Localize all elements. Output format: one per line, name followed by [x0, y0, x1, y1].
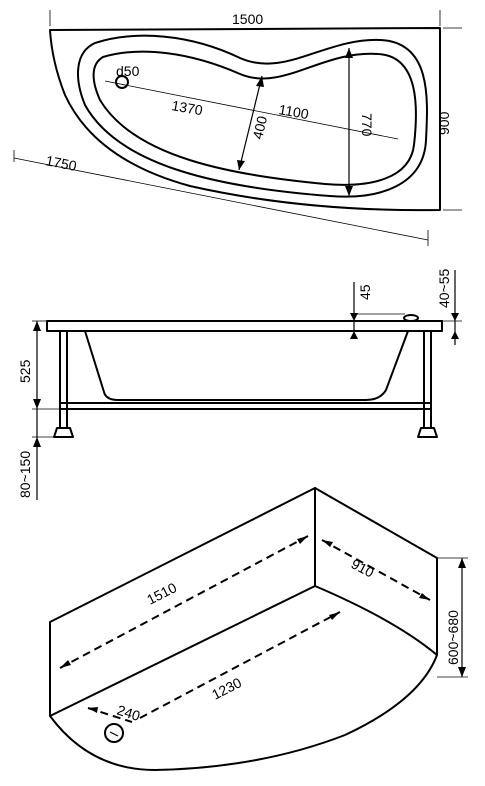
panel-view: 1510 910 1230 240 600~680	[49, 487, 468, 771]
top-view: 1500 d50 1370 1100 400 770 900 1750	[13, 10, 462, 246]
dim-240-label: 240	[115, 702, 142, 725]
arrow	[329, 612, 340, 620]
arrow	[33, 437, 41, 447]
arrow	[345, 186, 353, 196]
arrow	[322, 540, 333, 547]
arrow	[451, 313, 459, 321]
dim-525-label: 525	[17, 359, 33, 383]
dim-40-55-label: 40~55	[436, 268, 452, 308]
arrow	[60, 660, 71, 668]
dim-400-label: 400	[249, 114, 270, 141]
dim-400-line	[238, 75, 263, 171]
panel-outline	[49, 487, 438, 771]
arrow	[350, 331, 358, 339]
drain-circle	[115, 75, 129, 89]
dim-1370-label: 1370	[170, 97, 204, 118]
right-foot	[417, 427, 438, 438]
top-inner-rim	[77, 34, 428, 198]
dim-900-label: 900	[436, 111, 452, 135]
drain-label: d50	[116, 63, 140, 79]
dim-770-label: 770	[359, 113, 375, 137]
cross-bar	[59, 402, 432, 410]
arrow	[345, 48, 353, 58]
dim-1100-label: 1100	[277, 101, 310, 122]
panel-bottom-edge	[49, 585, 316, 717]
dim-1750-label: 1750	[44, 152, 78, 174]
side-rim	[46, 320, 443, 332]
top-basin	[92, 50, 417, 186]
arrow	[451, 331, 459, 339]
dim-1230-line	[139, 611, 341, 719]
dim-910-line	[321, 539, 431, 601]
arrow	[297, 536, 308, 544]
arrow	[350, 313, 358, 321]
top-outer-rim	[49, 27, 441, 212]
panel-drain-mark	[109, 731, 119, 737]
panel-drain-circle	[104, 723, 124, 743]
arrow	[237, 160, 245, 170]
dim-45-label: 45	[357, 284, 373, 300]
dim-1510-line	[59, 535, 309, 669]
arrow	[419, 593, 430, 600]
arrow	[88, 707, 98, 713]
arrow	[33, 399, 41, 409]
dim-600-680-label: 600~680	[445, 610, 461, 665]
dim-1510-label: 1510	[144, 579, 179, 607]
arrow	[458, 667, 466, 677]
side-view: 45 40~55 525 80~150	[17, 268, 462, 500]
left-foot	[53, 427, 74, 438]
dim-1750-line	[13, 157, 429, 241]
arrow	[458, 558, 466, 568]
dim-80-150-label: 80~150	[17, 451, 33, 498]
side-basin	[84, 330, 409, 401]
overflow-knob	[403, 314, 419, 322]
dim-910-label: 910	[349, 556, 377, 581]
arrow	[256, 76, 264, 87]
panel-bottom-curve	[314, 585, 438, 656]
arrow	[33, 321, 41, 331]
dim-1500-label: 1500	[232, 11, 263, 27]
